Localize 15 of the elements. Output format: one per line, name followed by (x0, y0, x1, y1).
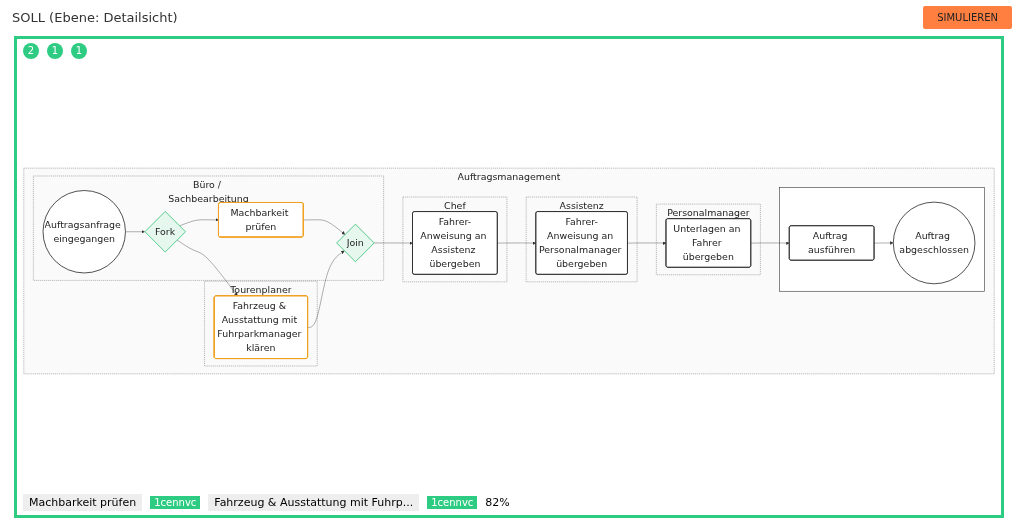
count-badge: 2 (23, 43, 39, 59)
node-circle: Auftrag abgeschlossen (892, 201, 976, 285)
task-list-item: Fahrzeug & Ausstattung mit Fuhrp... (208, 494, 420, 511)
node-diamond: Join (336, 223, 375, 263)
page-title: SOLL (Ebene: Detailsicht) (12, 9, 178, 25)
cluster (779, 187, 985, 292)
node-circle: Auftragsanfrage eingegangen (42, 190, 126, 274)
count-badge: 1 (47, 43, 63, 59)
simulate-button: SIMULIEREN (923, 5, 1012, 29)
id-tag: 1cennvc (427, 496, 478, 509)
zoom-level: 82% (485, 496, 510, 509)
node-diamond: Fork (144, 211, 186, 253)
id-tag: 1cennvc (150, 496, 201, 509)
count-badge: 1 (71, 43, 87, 59)
task-list-item: Machbarkeit prüfen (23, 494, 143, 511)
